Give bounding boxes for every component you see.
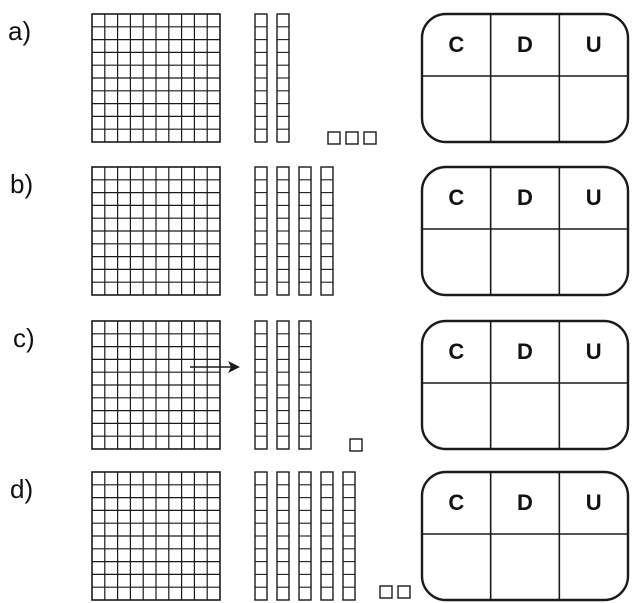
ten-rod: [255, 14, 267, 142]
unit-cube: [398, 586, 410, 598]
hundred-flat: [92, 321, 220, 449]
ten-rod: [277, 472, 289, 600]
column-header-d: D: [517, 185, 533, 210]
ten-rod: [343, 472, 355, 600]
ten-rod: [277, 167, 289, 295]
column-header-c: C: [448, 185, 464, 210]
column-header-c: C: [448, 32, 464, 57]
ten-rod: [255, 321, 267, 449]
column-header-u: U: [586, 339, 602, 364]
ten-rod: [299, 167, 311, 295]
unit-cube: [350, 439, 362, 451]
column-header-d: D: [517, 490, 533, 515]
exercise-label: b): [10, 169, 33, 199]
exercise-label: a): [8, 16, 31, 46]
ten-rod: [321, 472, 333, 600]
unit-cube: [364, 132, 376, 144]
column-header-d: D: [517, 339, 533, 364]
ten-rod: [255, 167, 267, 295]
exercise-4: d) C D U: [10, 472, 628, 600]
ten-rod: [299, 321, 311, 449]
hundred-flat: [92, 167, 220, 295]
column-header-u: U: [586, 490, 602, 515]
hundred-flat: [92, 14, 220, 142]
column-header-u: U: [586, 32, 602, 57]
unit-cube: [380, 586, 392, 598]
unit-cube: [328, 132, 340, 144]
exercise-2: b) C D U: [10, 167, 628, 295]
column-header-u: U: [586, 185, 602, 210]
exercise-label: c): [13, 323, 35, 353]
ten-rod: [255, 472, 267, 600]
hundred-flat: [92, 472, 220, 600]
ten-rod: [321, 167, 333, 295]
exercise-label: d): [10, 474, 33, 504]
unit-cube: [346, 132, 358, 144]
ten-rod: [277, 14, 289, 142]
arrow-icon: [190, 361, 240, 373]
column-header-c: C: [448, 339, 464, 364]
column-header-d: D: [517, 32, 533, 57]
exercise-3: c) C D U: [13, 321, 628, 451]
ten-rod: [299, 472, 311, 600]
ten-rod: [277, 321, 289, 449]
exercise-1: a) C D U: [8, 14, 628, 144]
column-header-c: C: [448, 490, 464, 515]
